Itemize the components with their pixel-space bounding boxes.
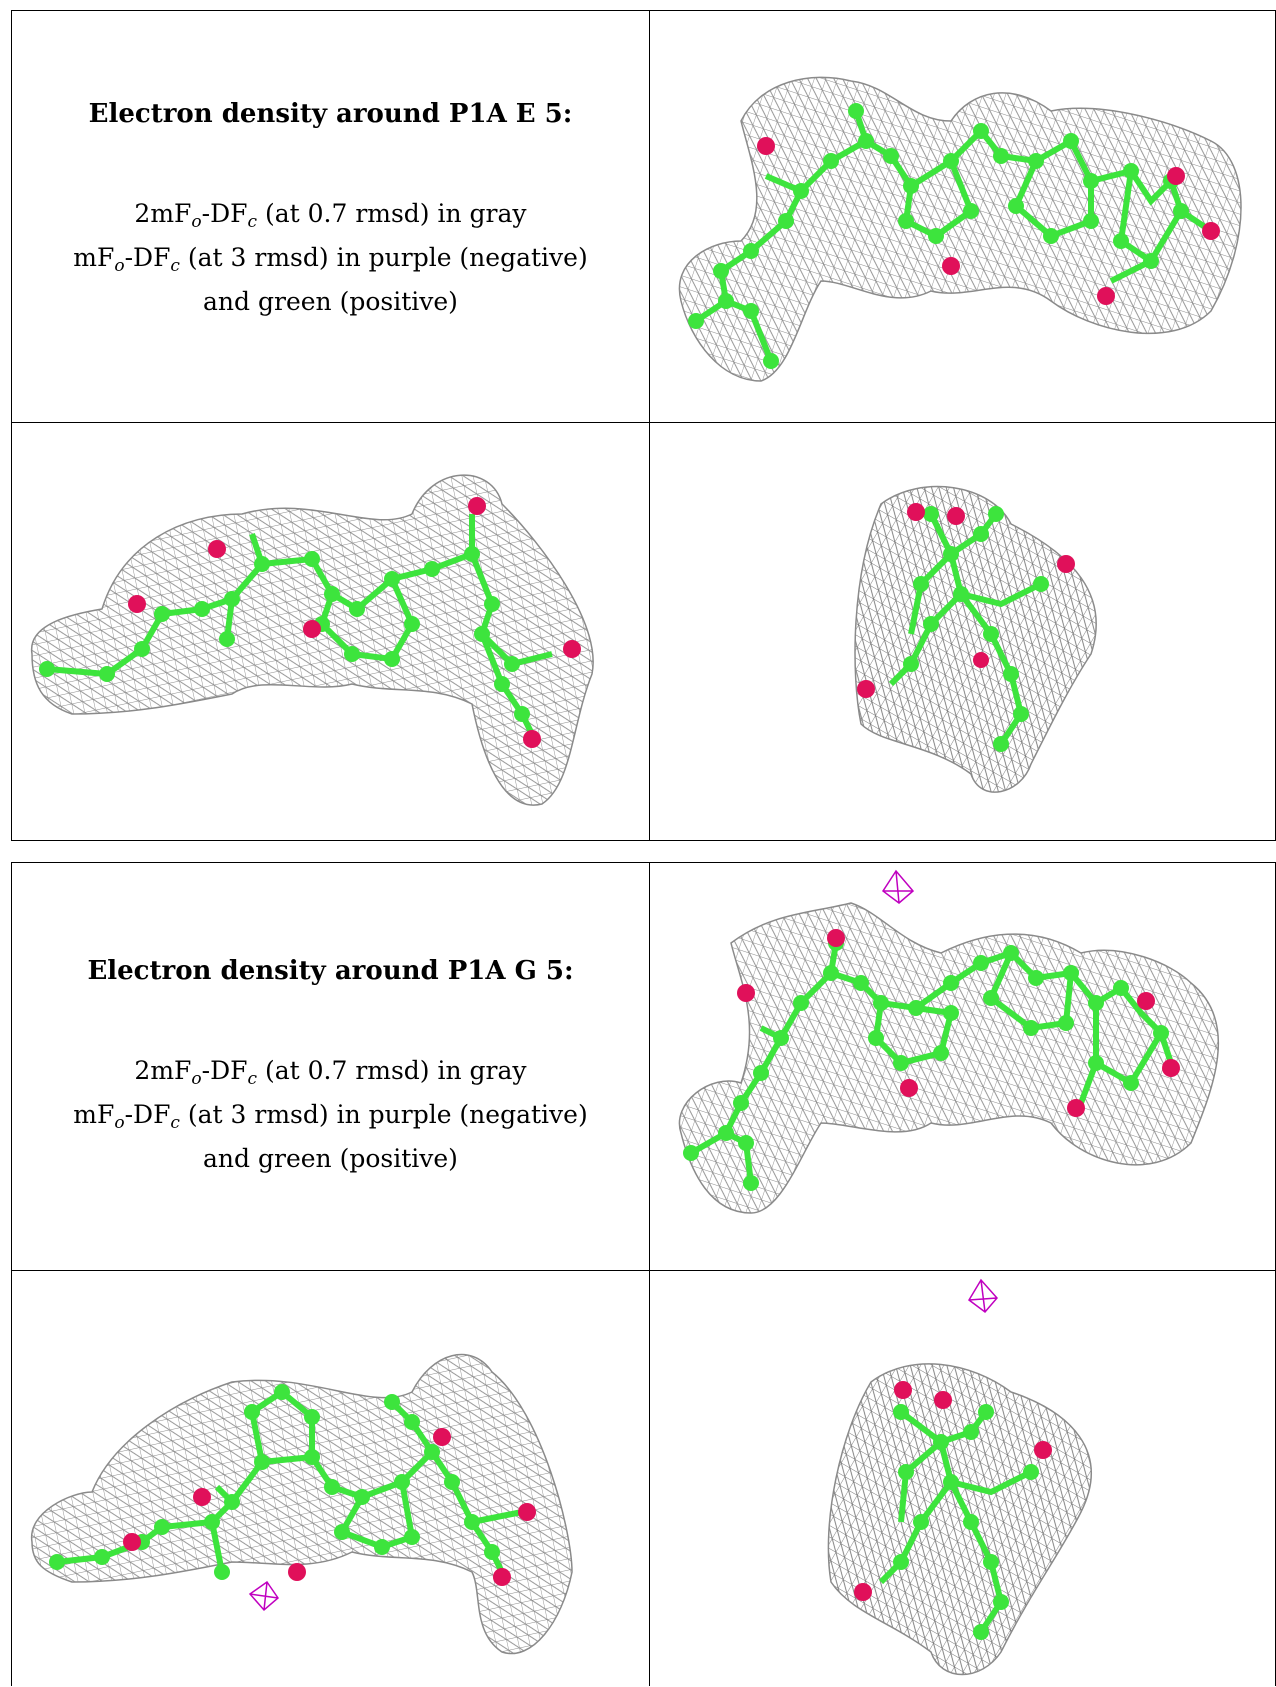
divider-vertical xyxy=(649,11,650,840)
legend-line-gray: 2mFo-DFc (at 0.7 rmsd) in gray xyxy=(134,1056,527,1089)
legend-text: 2mFo-DFc (at 0.7 rmsd) in gray mFo-DFc (… xyxy=(73,1053,587,1177)
panel-heading: Electron density around P1A E 5: xyxy=(88,99,573,129)
divider-horizontal xyxy=(12,1270,1275,1271)
density-view-end xyxy=(651,1272,1275,1687)
density-panel-e5: Electron density around P1A E 5: 2mFo-DF… xyxy=(11,10,1276,841)
density-panel-g5: Electron density around P1A G 5: 2mFo-DF… xyxy=(11,862,1276,1686)
density-view-front xyxy=(651,863,1275,1270)
panel-heading: Electron density around P1A G 5: xyxy=(87,956,574,986)
divider-horizontal xyxy=(12,422,1275,423)
divider-vertical xyxy=(649,863,650,1686)
density-view-side xyxy=(12,1272,649,1687)
negative-density-blob xyxy=(881,869,915,904)
legend-line-positive: and green (positive) xyxy=(203,287,458,316)
caption-cell: Electron density around P1A G 5: 2mFo-DF… xyxy=(12,863,649,1270)
legend-text: 2mFo-DFc (at 0.7 rmsd) in gray mFo-DFc (… xyxy=(73,196,587,320)
legend-line-difference: mFo-DFc (at 3 rmsd) in purple (negative) xyxy=(73,243,588,276)
legend-line-positive: and green (positive) xyxy=(203,1144,458,1173)
negative-density-blob xyxy=(248,1580,279,1612)
density-view-end xyxy=(651,424,1275,840)
legend-line-difference: mFo-DFc (at 3 rmsd) in purple (negative) xyxy=(73,1100,588,1133)
legend-line-gray: 2mFo-DFc (at 0.7 rmsd) in gray xyxy=(134,199,527,232)
caption-cell: Electron density around P1A E 5: 2mFo-DF… xyxy=(12,11,649,422)
negative-density-blob xyxy=(968,1278,998,1314)
density-view-side xyxy=(12,424,649,840)
density-view-front xyxy=(651,11,1275,422)
